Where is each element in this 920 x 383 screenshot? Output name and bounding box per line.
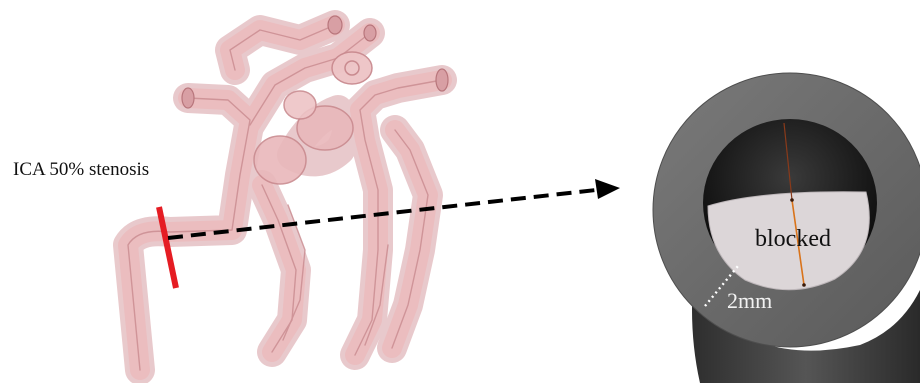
vessel-model-icon [128,16,448,370]
stenosis-label: ICA 50% stenosis [13,159,149,181]
blocked-label: blocked [755,226,831,253]
wall-thickness-label: 2mm [727,288,772,314]
